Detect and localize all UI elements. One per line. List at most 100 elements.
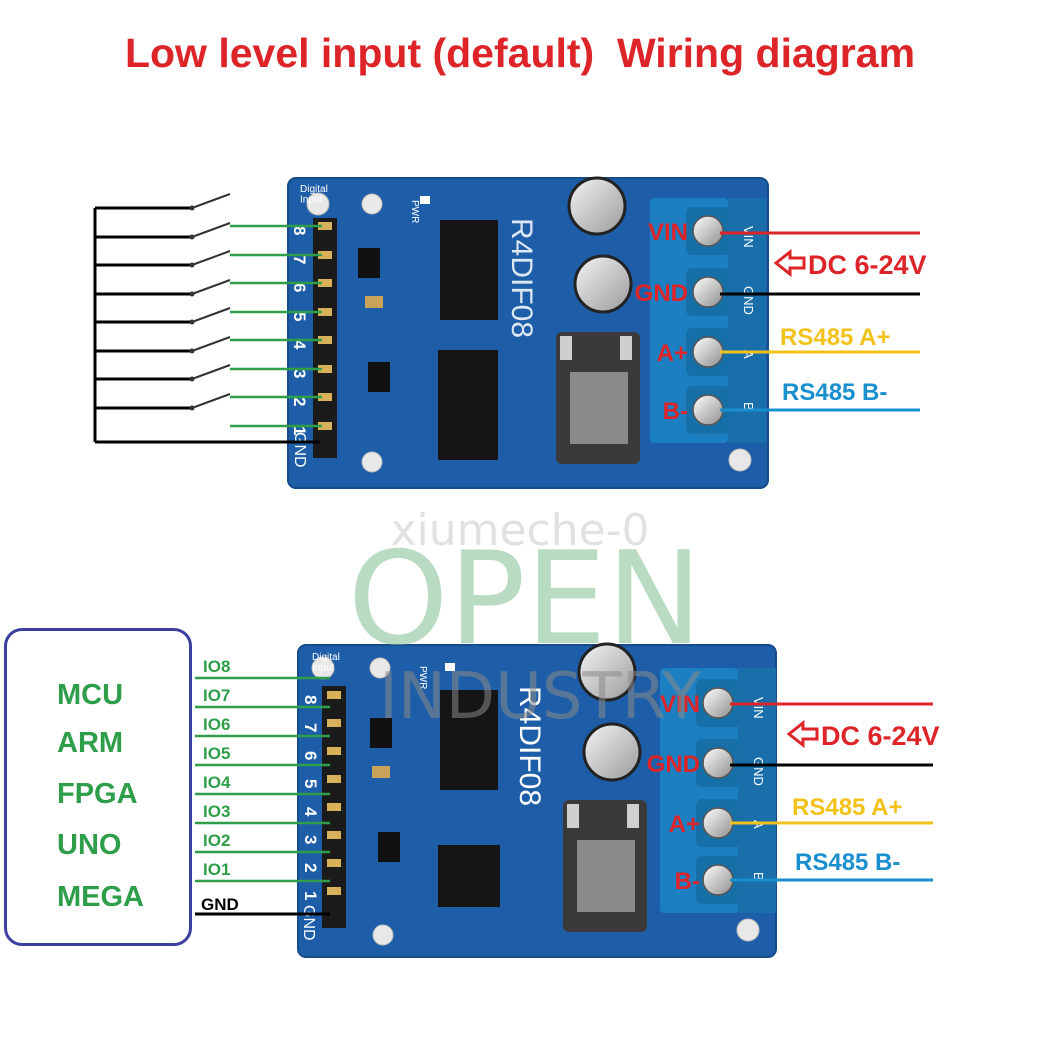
silk-pin-number: 4 <box>290 340 309 350</box>
io-label: IO5 <box>203 744 230 763</box>
silk-pin-number: 5 <box>290 312 309 321</box>
rs485-a-label: RS485 A+ <box>792 794 903 821</box>
pwr-led <box>420 196 430 204</box>
io-label: IO6 <box>203 715 230 734</box>
header-pin <box>327 887 341 895</box>
terminal-screw <box>692 394 724 426</box>
header-pin <box>318 308 332 316</box>
silk-model: R4DIF08 <box>505 218 538 338</box>
mcu-label: ARM <box>57 727 124 759</box>
silk-pwr: PWR <box>417 666 428 689</box>
ic-chip <box>440 220 498 320</box>
mcu-label: UNO <box>57 829 122 861</box>
terminal-screw <box>692 215 724 247</box>
silk-terminal-mark: B <box>741 402 756 411</box>
header-pin <box>318 251 332 259</box>
mcu-box: MCU ARM FPGA UNO MEGA <box>4 628 192 946</box>
silk-pin-number: 6 <box>290 283 309 292</box>
header-pin <box>318 279 332 287</box>
terminal-label: GND <box>647 751 700 778</box>
header-pin <box>318 393 332 401</box>
switch-contact <box>189 348 195 354</box>
terminal-screw <box>702 747 734 779</box>
switch-blade <box>191 393 231 409</box>
capacitor <box>577 642 637 702</box>
silk-pin-number: 2 <box>301 863 320 872</box>
terminal-label: GND <box>635 280 688 307</box>
power-note: DC 6-24V <box>821 721 940 751</box>
ic-chip <box>438 350 498 460</box>
silk-terminal-mark: GND <box>741 286 756 315</box>
silk-terminal-mark: B <box>751 872 766 881</box>
resistor-array <box>368 362 390 392</box>
terminal-label: B- <box>663 398 688 425</box>
silk-pin-number: 7 <box>301 723 320 732</box>
mount-hole <box>728 448 752 472</box>
ic-chip <box>438 845 500 907</box>
header-pin <box>327 691 341 699</box>
terminal-screw <box>702 864 734 896</box>
mcu-label: MEGA <box>57 881 144 913</box>
watermark-line2: OPEN <box>348 525 703 674</box>
resistor-array <box>370 718 392 748</box>
watermark-line3: INDUSTRY <box>379 660 702 734</box>
header-pin <box>327 775 341 783</box>
silk-pin-number: 3 <box>290 369 309 378</box>
switch-blade <box>191 279 231 295</box>
pcb <box>298 645 776 957</box>
silk-model: R4DIF08 <box>513 686 546 806</box>
header-pin <box>318 336 332 344</box>
switch-contact <box>189 291 195 297</box>
resistor-array <box>358 248 380 278</box>
terminal-block <box>660 668 738 913</box>
switch-contact <box>189 376 195 382</box>
switch-blade <box>191 250 231 266</box>
silk-terminal-mark: A <box>741 350 756 359</box>
terminal-screw <box>702 807 734 839</box>
mount-hole <box>372 924 394 946</box>
power-note: DC 6-24V <box>808 250 927 280</box>
io-label: IO3 <box>203 802 230 821</box>
mount-hole <box>736 918 760 942</box>
switch-blade <box>191 336 231 352</box>
arrow-left-icon <box>773 248 806 278</box>
switch-contact <box>189 319 195 325</box>
switch-contact <box>189 262 195 268</box>
capacitor <box>582 722 642 782</box>
cap-smd <box>365 296 383 308</box>
switch-blade <box>191 307 231 323</box>
terminal-label: VIN <box>648 219 688 246</box>
ic-chip <box>440 690 498 790</box>
mcu-label: FPGA <box>57 778 138 810</box>
watermark-line1: xiumeche-0 <box>390 505 649 556</box>
rs485-b-label: RS485 B- <box>782 379 887 406</box>
page-title: Low level input (default) Wiring diagram <box>124 30 916 76</box>
header-pin <box>327 803 341 811</box>
header-pin <box>327 859 341 867</box>
resistor-array <box>378 832 400 862</box>
silk-pwr: PWR <box>409 200 420 223</box>
header-pin <box>327 831 341 839</box>
silk-pin-number: 1 <box>301 891 320 900</box>
capacitor <box>567 176 627 236</box>
cap-smd <box>372 766 390 778</box>
arrow-left-icon <box>786 719 819 749</box>
terminal-label: B- <box>675 868 700 895</box>
mount-hole <box>306 192 330 216</box>
mount-hole <box>369 657 391 679</box>
header-pin <box>318 222 332 230</box>
io-label: IO4 <box>203 773 231 792</box>
io-label: IO7 <box>203 686 230 705</box>
switch-blade <box>191 193 231 209</box>
terminal-screw <box>692 276 724 308</box>
switch-blade <box>191 364 231 380</box>
silk-terminal-mark: VIN <box>741 226 756 248</box>
silk-pin-number: 4 <box>301 807 320 817</box>
silk-pin-number: 3 <box>301 835 320 844</box>
io-label: IO8 <box>203 657 230 676</box>
terminal-screw <box>702 687 734 719</box>
silk-gnd: GND <box>300 905 317 941</box>
